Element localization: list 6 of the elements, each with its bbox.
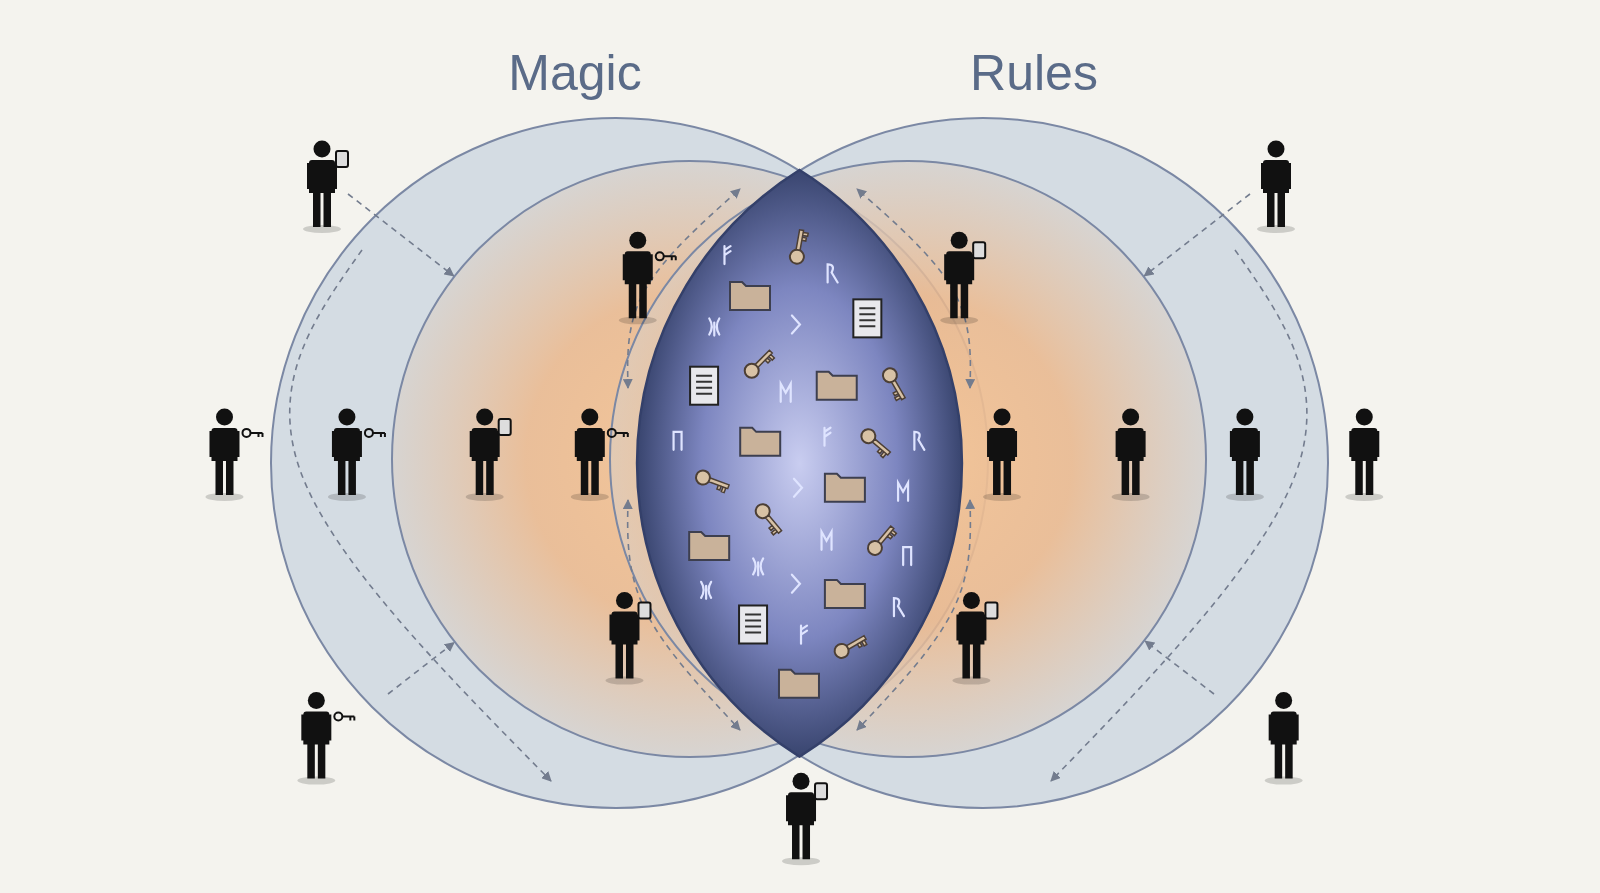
dashed-arrow xyxy=(1143,193,1251,277)
dashed-arrow xyxy=(387,641,455,695)
dashed-arrow xyxy=(1144,640,1215,695)
circle-heading: Magic xyxy=(508,44,642,102)
dashed-arrow xyxy=(347,193,455,277)
circle-heading: Rules xyxy=(970,44,1098,102)
